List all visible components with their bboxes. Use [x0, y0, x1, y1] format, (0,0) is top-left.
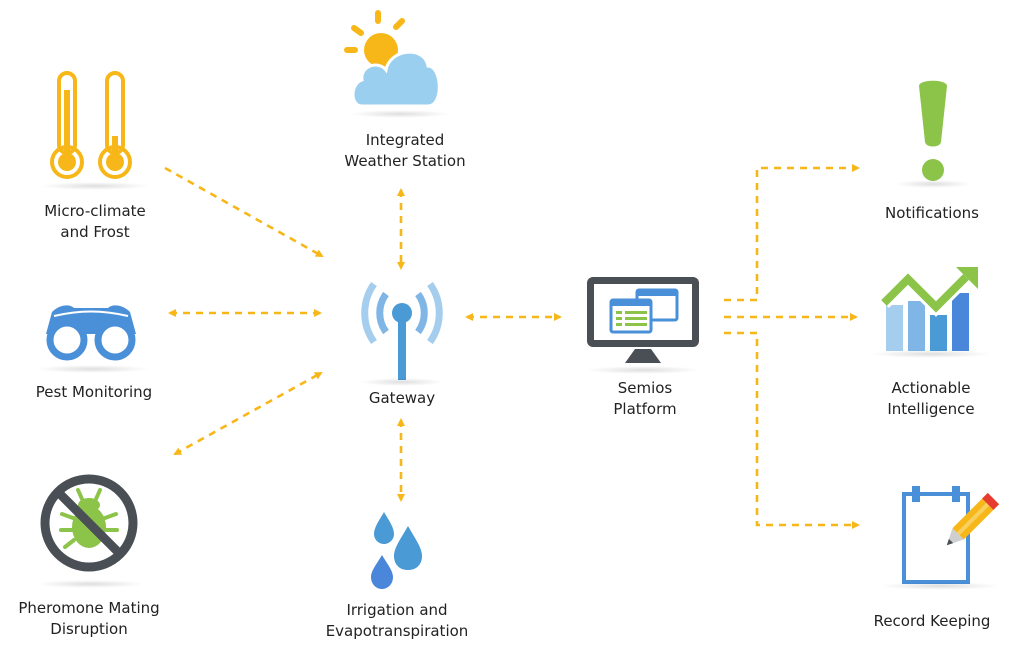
label-weather-line2: Weather Station	[344, 152, 466, 170]
water-drops-icon	[371, 512, 422, 589]
arrow-platform-to-records	[724, 331, 860, 529]
label-platform-line1: Semios	[617, 379, 673, 397]
label-microclimate-line2: and Frost	[60, 223, 130, 241]
label-pheromone-line1: Pheromone Mating	[18, 599, 160, 617]
label-intelligence-line1: Actionable	[891, 379, 971, 397]
label-platform-line2: Platform	[613, 400, 677, 418]
label-irrigation-line2: Evapotranspiration	[325, 622, 469, 640]
chart-growth-icon	[880, 267, 978, 351]
monitor-icon	[587, 277, 699, 363]
label-notifications: Notifications	[885, 204, 979, 222]
weather-icon	[344, 10, 441, 108]
no-bug-icon	[40, 474, 138, 572]
binoculars-icon	[46, 305, 136, 361]
notepad-pencil-icon	[902, 486, 1000, 584]
thermometer-icon	[50, 71, 132, 179]
label-records: Record Keeping	[873, 612, 991, 630]
label-gateway: Gateway	[368, 389, 436, 407]
label-weather-line1: Integrated	[365, 131, 445, 149]
exclamation-icon	[919, 80, 947, 181]
label-pheromone-line2: Disruption	[50, 620, 128, 638]
antenna-icon	[361, 281, 443, 380]
label-irrigation-line1: Irrigation and	[346, 601, 448, 619]
arrow-platform-to-notifications	[724, 164, 860, 302]
label-intelligence-line2: Intelligence	[887, 400, 975, 418]
arrow-microclimate-to-gateway	[164, 166, 324, 258]
label-pest: Pest Monitoring	[35, 383, 153, 401]
label-microclimate-line1: Micro-climate	[44, 202, 146, 220]
arrow-pheromone-gateway	[173, 371, 323, 456]
